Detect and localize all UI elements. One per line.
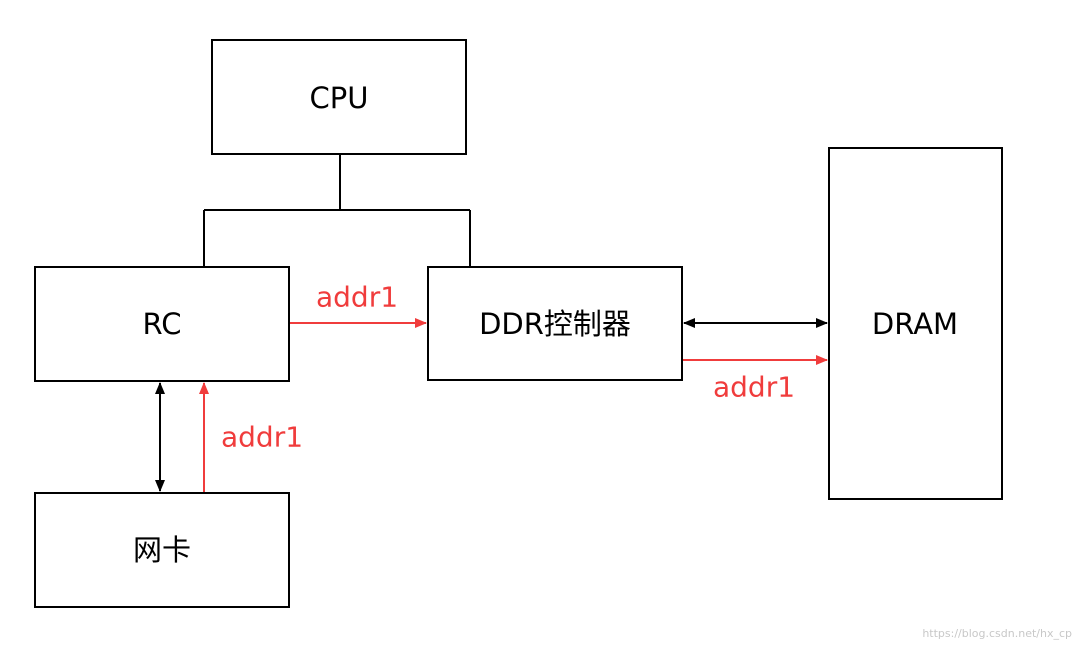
dram-label: DRAM — [872, 307, 958, 341]
cpu-label: CPU — [310, 81, 369, 115]
nic-to-rc-edge: addr1 — [199, 382, 303, 492]
ddr-controller-node: DDR控制器 — [427, 266, 683, 381]
nic-to-rc-label: addr1 — [221, 421, 303, 454]
rc-label: RC — [143, 307, 182, 341]
rc-to-ddr-edge: addr1 — [290, 281, 427, 328]
ddr-controller-label: DDR控制器 — [479, 307, 631, 341]
ddr-to-dram-label: addr1 — [713, 371, 795, 404]
watermark-text: https://blog.csdn.net/hx_cp — [922, 627, 1072, 640]
cpu-bus — [203, 155, 471, 267]
nic-label: 网卡 — [133, 533, 191, 567]
rc-node: RC — [34, 266, 290, 382]
nic-node: 网卡 — [34, 492, 290, 608]
ddr-to-dram-edge: addr1 — [683, 355, 828, 404]
dram-node: DRAM — [828, 147, 1003, 500]
cpu-node: CPU — [211, 39, 467, 155]
rc-to-ddr-label: addr1 — [316, 281, 398, 314]
